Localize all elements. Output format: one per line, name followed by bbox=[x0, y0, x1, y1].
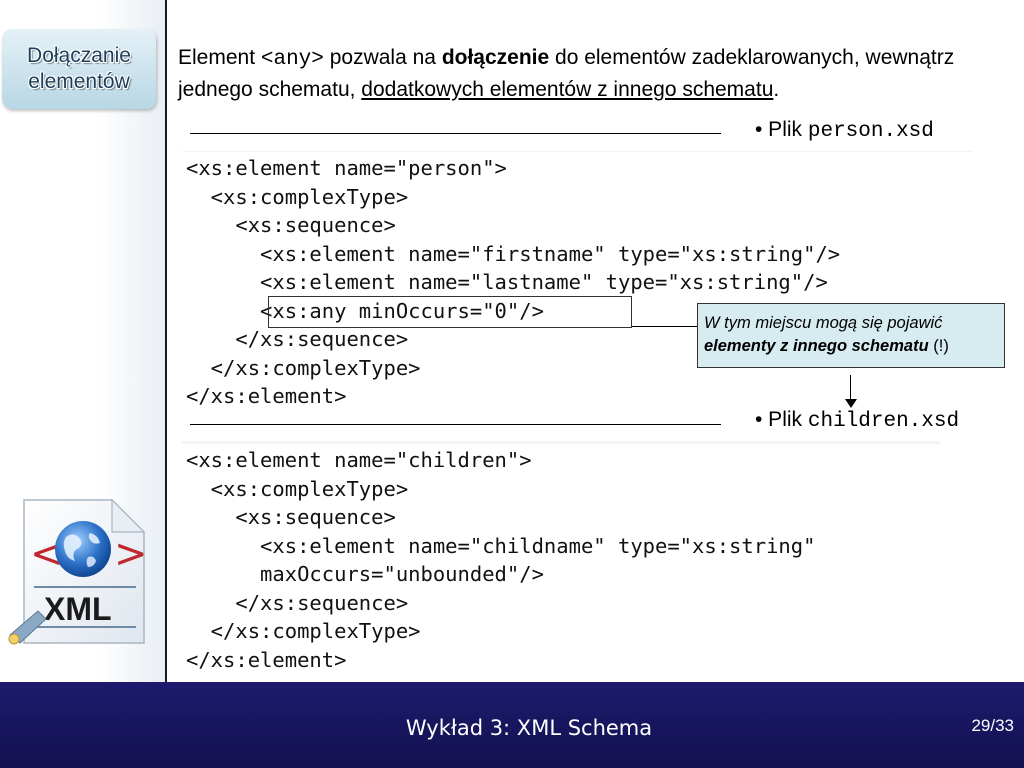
intro-text-4: . bbox=[773, 78, 780, 101]
code-line: <xs:any minOccurs="0"/> bbox=[186, 298, 544, 323]
file-label-person: • Plik person.xsd bbox=[755, 118, 934, 143]
intro-any-tag: <any> bbox=[260, 48, 324, 71]
code-line: <xs:sequence> bbox=[186, 505, 396, 529]
code-line: <xs:complexType> bbox=[186, 476, 409, 501]
code-line: maxOccurs="unbounded"/> bbox=[186, 562, 544, 586]
code-block-children: <xs:element name="children"> <xs:complex… bbox=[182, 444, 940, 676]
callout-bold: elementy z innego schematu bbox=[704, 337, 929, 355]
code-line: <xs:element name="lastname" type="xs:str… bbox=[186, 270, 828, 294]
callout-rest: (!) bbox=[928, 337, 949, 355]
callout-pointer-line bbox=[632, 326, 698, 327]
file-name-children: children.xsd bbox=[807, 410, 960, 433]
intro-underlined: dodatkowych elementów z innego schematu bbox=[361, 78, 774, 101]
code-line: <xs:element name="person"> bbox=[186, 156, 507, 180]
code-line: </xs:complexType> bbox=[186, 619, 421, 643]
intro-text-1: Element bbox=[178, 46, 261, 69]
callout-line1: W tym miejscu mogą się pojawić bbox=[704, 314, 943, 332]
code-block-person: <xs:element name="person"> <xs:complexTy… bbox=[182, 152, 972, 413]
file-label-prefix: • Plik bbox=[755, 118, 808, 141]
sidebar-divider bbox=[165, 0, 167, 682]
file-label-children: • Plik children.xsd bbox=[755, 408, 959, 433]
callout-note: W tym miejscu mogą się pojawić elementy z… bbox=[697, 303, 1005, 368]
file-label-prefix: • Plik bbox=[755, 408, 808, 431]
intro-paragraph: Element <any> pozwala na dołączenie do e… bbox=[178, 43, 1023, 105]
code-line: </xs:sequence> bbox=[186, 590, 409, 615]
footer-bar: Wykład 3: XML Schema 29/33 bbox=[0, 682, 1024, 768]
xml-document-icon: < > XML bbox=[8, 498, 148, 645]
slide-title: Dołączanie elementów bbox=[27, 44, 131, 93]
code-line: <xs:element name="childname" type="xs:st… bbox=[186, 533, 816, 558]
code-line: <xs:complexType> bbox=[186, 184, 409, 209]
file-name-person: person.xsd bbox=[807, 120, 934, 143]
code-line: <xs:element name="children"> bbox=[186, 448, 532, 472]
separator-line-1 bbox=[190, 133, 721, 134]
separator-line-2 bbox=[190, 424, 721, 425]
code-line: </xs:sequence> bbox=[186, 327, 409, 351]
svg-text:>: > bbox=[114, 531, 148, 577]
xs-any-highlight-box bbox=[268, 296, 632, 328]
code-line: </xs:element> bbox=[186, 647, 347, 672]
callout-arrow-line bbox=[850, 375, 851, 403]
logo-text: XML bbox=[44, 591, 112, 627]
code-line: <xs:element name="firstname" type="xs:st… bbox=[186, 241, 841, 266]
footer-title: Wykład 3: XML Schema bbox=[405, 716, 653, 740]
intro-text-3: do elementów zadeklarowanych, wewnątrz j… bbox=[178, 46, 955, 101]
slide-title-box: Dołączanie elementów bbox=[2, 29, 156, 109]
code-line: </xs:complexType> bbox=[186, 355, 421, 380]
page-number: 29/33 bbox=[971, 716, 1014, 735]
code-line: <xs:sequence> bbox=[186, 213, 396, 237]
intro-text-2: pozwala na bbox=[323, 46, 442, 69]
intro-bold: dołączenie bbox=[441, 46, 550, 69]
down-arrow-icon bbox=[845, 399, 857, 408]
code-line: </xs:element> bbox=[186, 384, 347, 408]
